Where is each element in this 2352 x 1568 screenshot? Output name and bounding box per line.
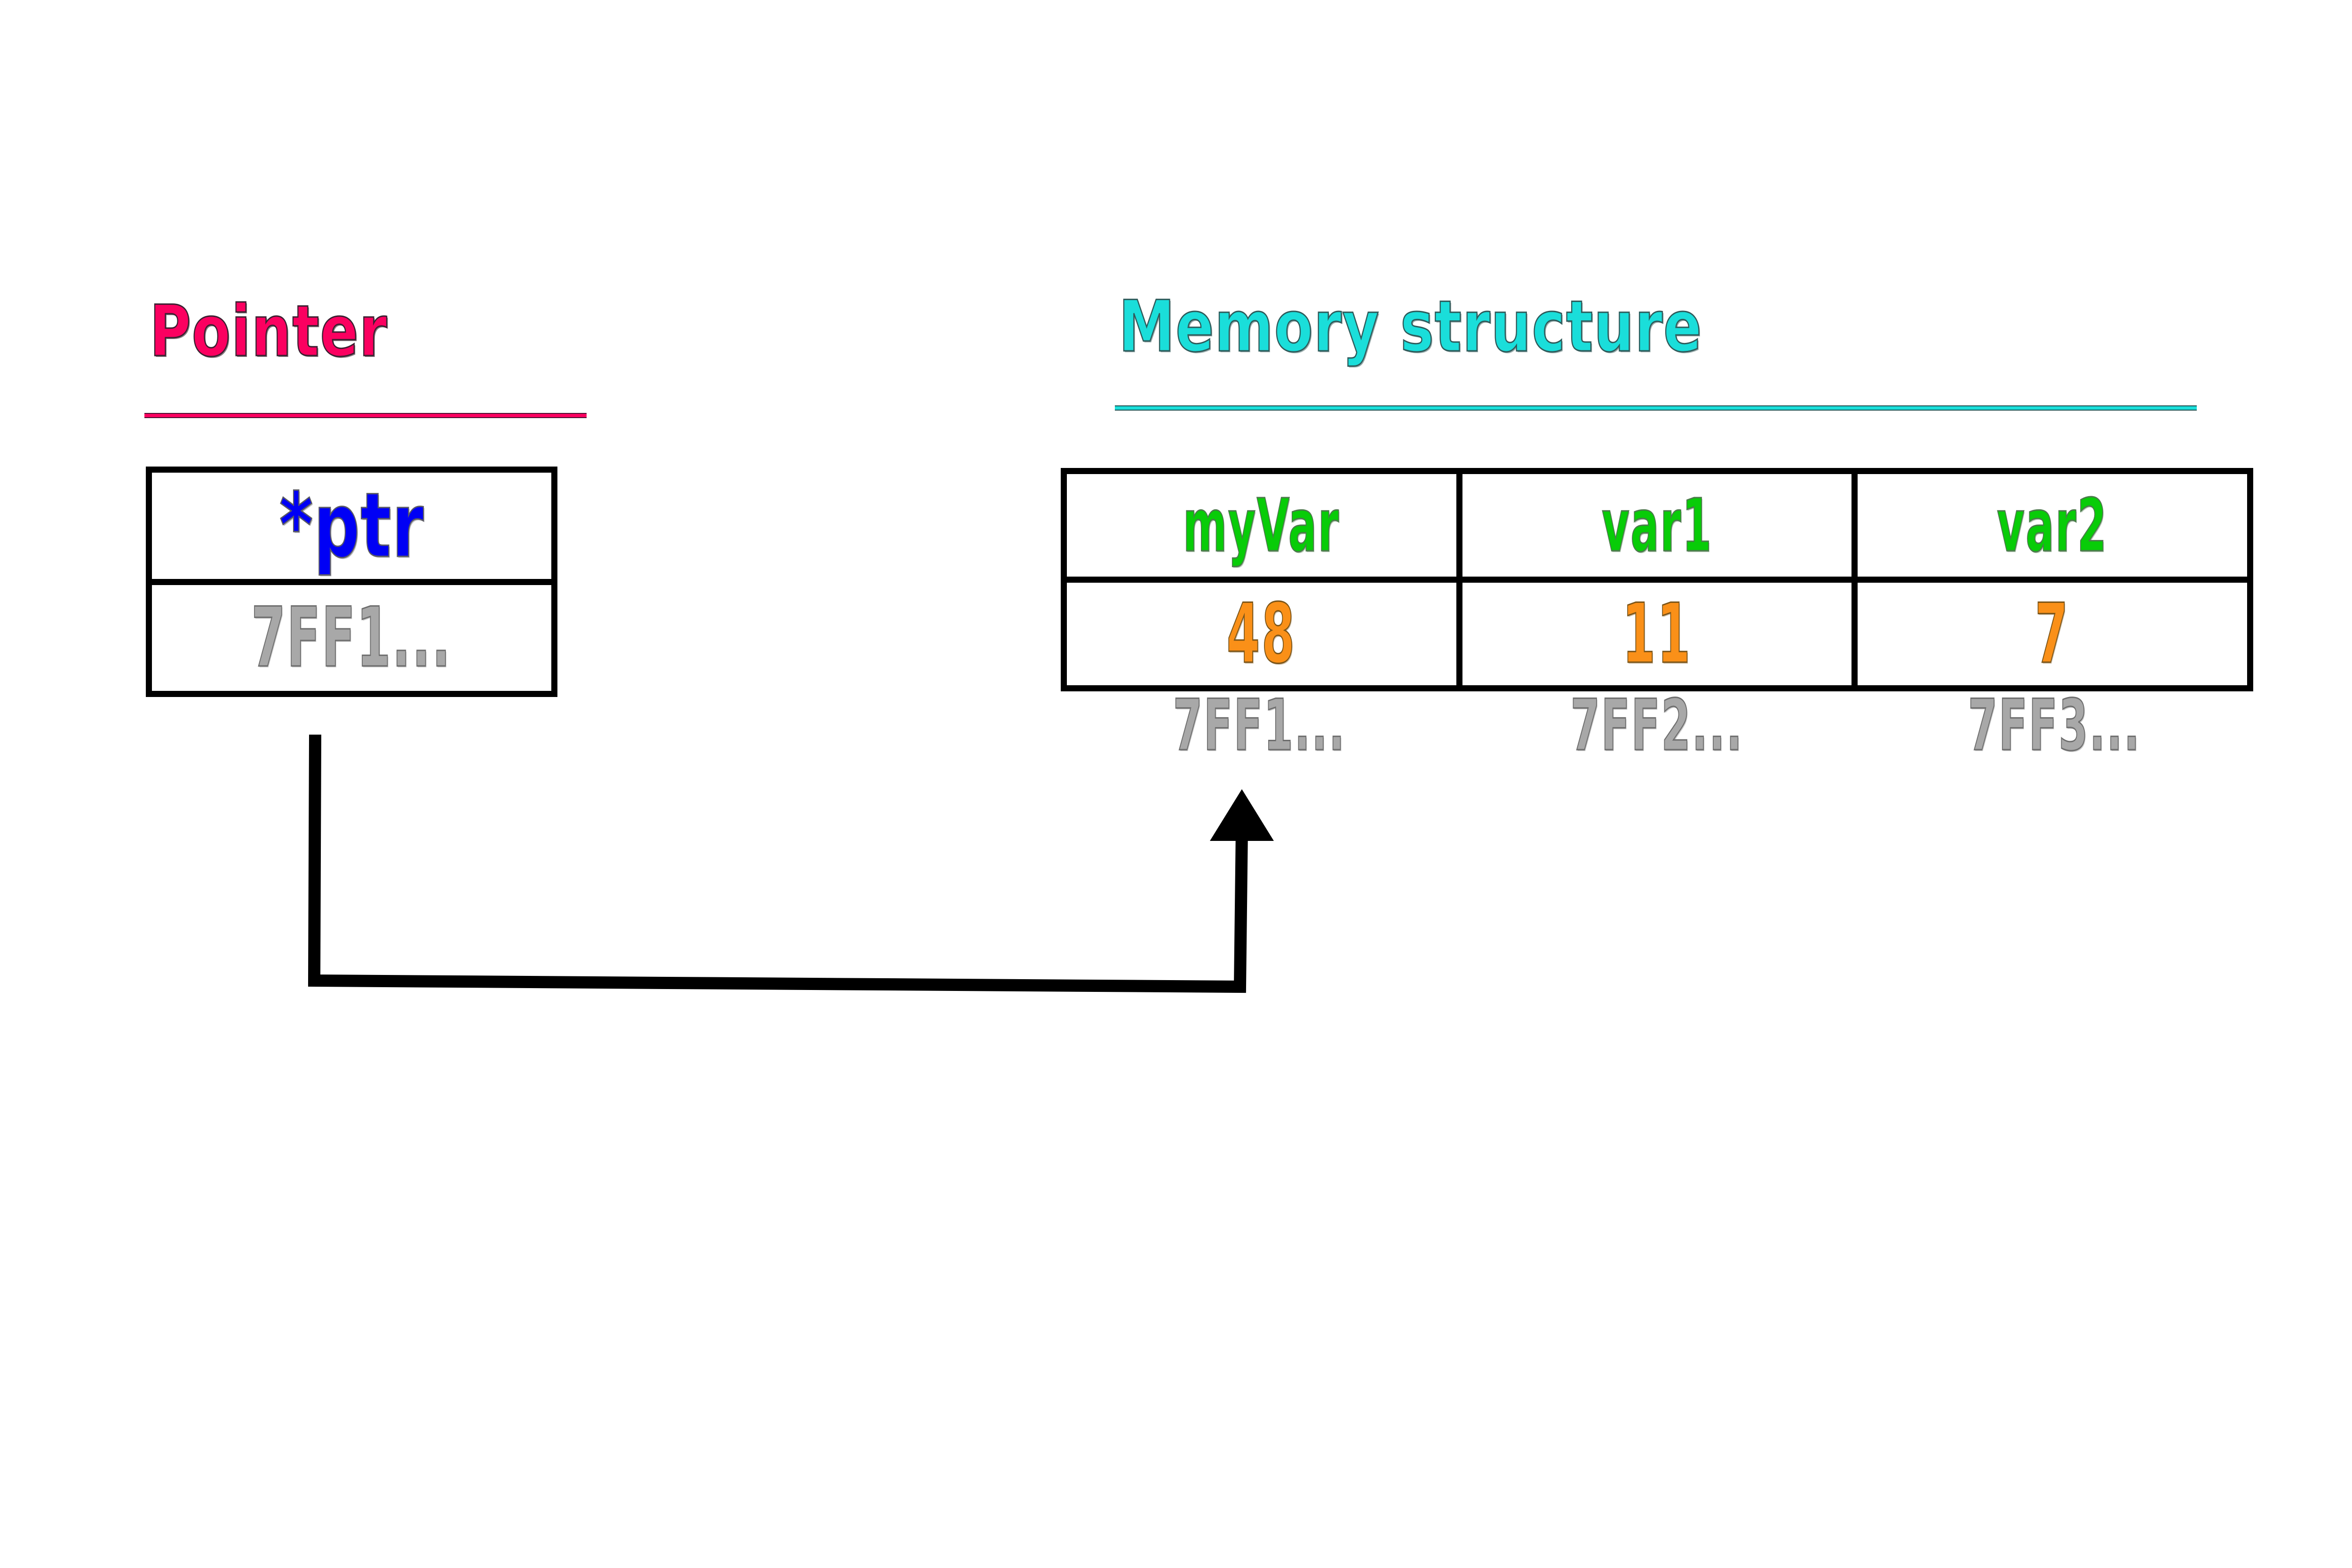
memory-address-text-0: 7FF1... [1173, 685, 1346, 767]
arrow-path [308, 734, 1248, 993]
memory-address-label-0: 7FF1... [1061, 690, 1458, 762]
memory-value-var2: 7 [2034, 586, 2070, 682]
pointer-title-underline [144, 413, 587, 418]
memory-address-label-2: 7FF3... [1856, 690, 2253, 762]
memory-value-var1: 11 [1622, 586, 1692, 682]
memory-table-value-row: 48 11 7 [1067, 577, 2247, 685]
memory-value-myvar: 48 [1226, 586, 1296, 682]
memory-table: myVar var1 var2 48 11 7 [1061, 468, 2253, 691]
pointer-address-cell: 7FF1... [152, 578, 551, 691]
pointer-title: Pointer [149, 291, 388, 372]
memory-header-label-myvar: myVar [1183, 483, 1340, 568]
memory-header-cell-2: var2 [1851, 474, 2247, 577]
memory-value-cell-1: 11 [1456, 583, 1852, 685]
pointer-name-label: *ptr [278, 473, 424, 578]
memory-header-cell-0: myVar [1067, 474, 1456, 577]
memory-address-text-2: 7FF3... [1968, 685, 2141, 767]
memory-value-cell-2: 7 [1851, 583, 2247, 685]
memory-address-label-1: 7FF2... [1458, 690, 1856, 762]
memory-value-cell-0: 48 [1067, 583, 1456, 685]
memory-address-text-1: 7FF2... [1570, 685, 1744, 767]
memory-table-header-row: myVar var1 var2 [1067, 474, 2247, 577]
memory-structure-title-underline [1115, 405, 2197, 411]
pointer-name-cell: *ptr [152, 473, 551, 579]
memory-structure-title: Memory structure [1118, 286, 1702, 368]
memory-header-label-var2: var2 [1997, 483, 2108, 568]
memory-header-label-var1: var1 [1601, 483, 1713, 568]
pointer-address-value: 7FF1... [251, 590, 452, 686]
memory-header-cell-1: var1 [1456, 474, 1852, 577]
arrow-head [1210, 789, 1274, 841]
pointer-box: *ptr 7FF1... [146, 467, 557, 697]
